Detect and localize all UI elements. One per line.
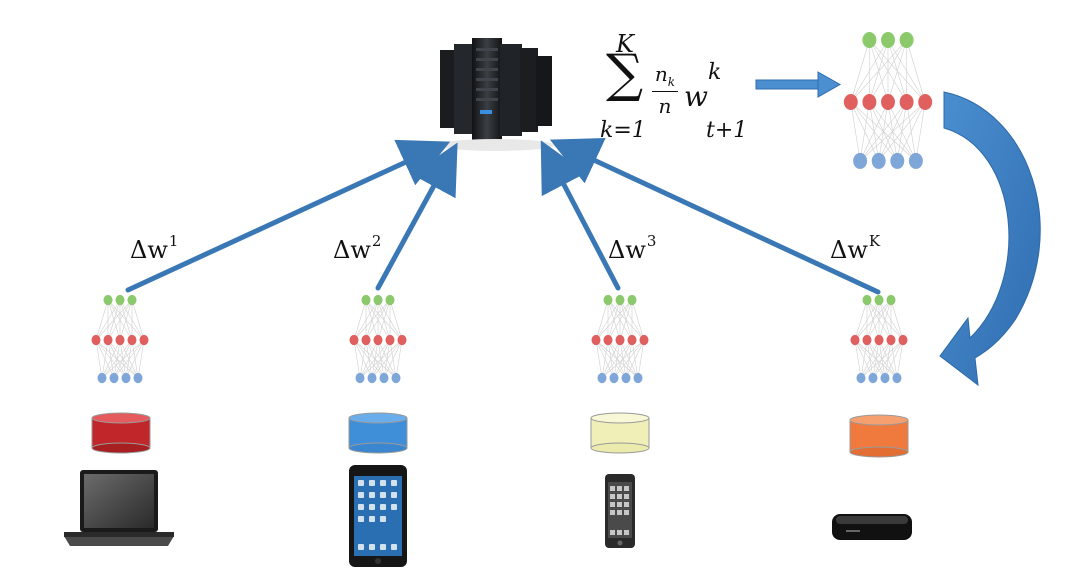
client-1-model-icon — [91, 294, 149, 384]
database-client-2 — [348, 412, 408, 454]
upload-arrow-3 — [540, 140, 621, 291]
database-client-3 — [590, 412, 650, 454]
weight-subscript: t+1 — [706, 118, 748, 143]
client-2-model-icon — [349, 294, 407, 384]
client-3-model-icon — [591, 294, 649, 384]
global-model-icon — [843, 31, 933, 169]
weight-fraction: nk n — [652, 62, 678, 118]
upload-arrow-1 — [125, 139, 451, 293]
update-label-K: ΔwK — [830, 232, 881, 264]
weight-symbol: w — [684, 80, 708, 113]
client-K-model-icon — [850, 294, 908, 384]
update-label-3: Δw3 — [608, 232, 657, 264]
upload-arrow-K — [549, 137, 881, 295]
fraction-denominator: n — [658, 94, 672, 118]
weight-superscript: k — [708, 60, 722, 85]
sum-upper-limit: K — [616, 30, 634, 58]
tablet-icon — [349, 465, 407, 567]
update-label-1: Δw1 — [130, 232, 179, 264]
set-top-box-icon — [832, 514, 912, 540]
aggregation-formula: K ∑ k=1 nk n w k t+1 — [600, 30, 760, 150]
laptop-icon — [64, 470, 174, 546]
server-rack-icon — [438, 38, 554, 151]
update-label-2: Δw2 — [333, 232, 382, 264]
fraction-numerator: n — [654, 62, 668, 86]
broadcast-curve-arrow — [939, 91, 1041, 387]
sum-lower-limit: k=1 — [600, 118, 646, 143]
upload-arrow-2 — [375, 142, 458, 291]
fraction-numerator-sub: k — [667, 75, 676, 89]
smartphone-icon — [605, 474, 635, 548]
sum-symbol: ∑ — [606, 44, 644, 104]
database-client-1 — [91, 412, 151, 454]
aggregate-arrow — [755, 71, 842, 98]
database-client-K — [849, 414, 909, 458]
